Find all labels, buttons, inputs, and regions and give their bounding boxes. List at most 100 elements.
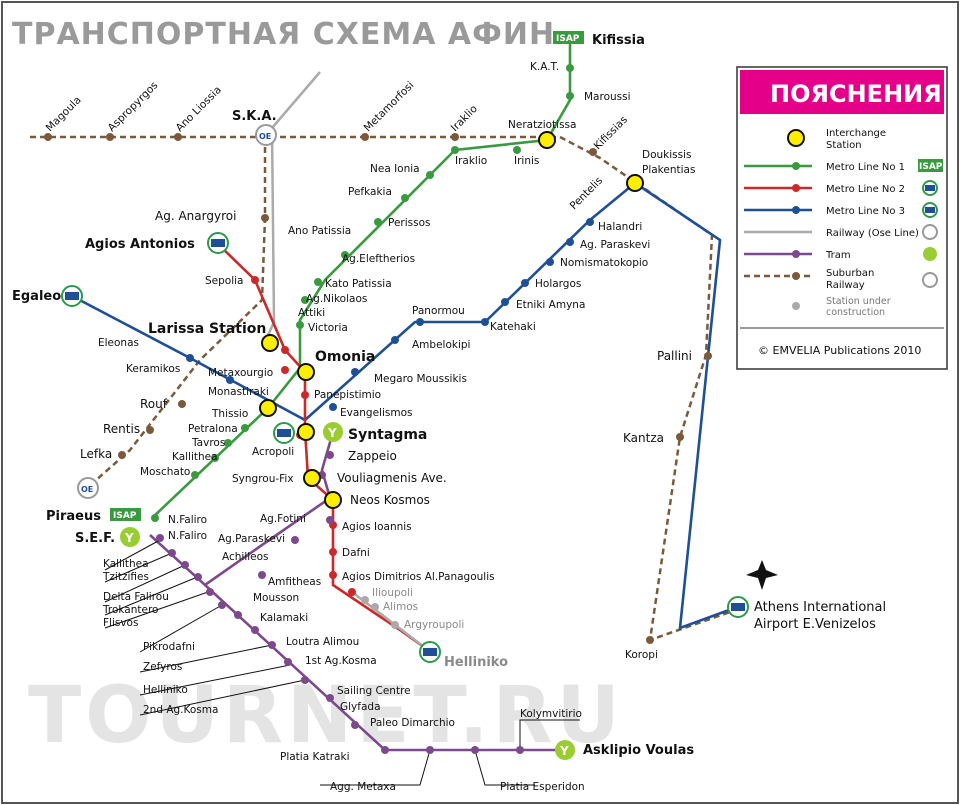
legend-construction-line1: Station under [826,296,891,307]
airplane-icon [746,560,778,590]
label-megaro: Megaro Moussikis [374,373,467,385]
label-trokantero: Trokantero [102,604,158,616]
svg-text:Y: Y [124,531,134,545]
label-achilleos: Achilleos [222,551,269,563]
label-argyroupoli: Argyroupoli [404,619,464,631]
label-rentis: Rentis [103,422,140,436]
label-asklipio: Asklipio Voulas [583,743,694,758]
label-pefkakia: Pefkakia [348,186,392,198]
label-acropoli: Acropoli [252,446,294,458]
label-egaleo: Egaleo [12,289,61,304]
label-alimos: Alimos [383,601,418,613]
label-agios-dimitrios: Agios Dimitrios Al.Panagoulis [342,571,495,583]
label-nomismatokopio: Nomismatokopio [560,257,648,269]
label-sepolia: Sepolia [205,275,243,287]
label-loutra-alimou: Loutra Alimou [286,636,359,648]
tram-icon-syntagma: Y [323,422,343,442]
label-kat: K.A.T. [530,61,559,73]
legend-metro2: Metro Line No 2 [826,184,905,195]
label-moschato: Moschato [140,466,190,478]
metro-line-2 [217,243,429,652]
label-kallithea: Kallithea [172,451,218,463]
railway-icon-ska: OE [255,124,277,146]
label-holargos: Holargos [535,278,581,290]
label-irinis: Irinis [514,155,539,167]
legend-tram: Tram [825,250,851,261]
label-metamorfosi: Metamorfosi [362,79,417,134]
legend-title: ПОЯСНЕНИЯ [770,80,942,108]
label-ano-patissia: Ano Patissia [288,225,351,237]
svg-text:OE: OE [81,485,93,494]
label-ambelokipi: Ambelokipi [412,339,470,351]
label-panormou: Panormou [412,305,465,317]
label-ag-fotini: Ag.Fotini [260,513,306,525]
label-agg-metaxa: Agg. Metaxa [330,781,396,793]
metro-3-stations [186,218,594,411]
label-zappeio: Zappeio [348,449,397,463]
legend-construction-line2: construction [826,307,885,318]
map-title: ТРАНСПОРТНАЯ СХЕМА АФИН [12,17,555,52]
svg-text:ISAP: ISAP [556,34,580,44]
svg-text:ISAP: ISAP [113,511,137,521]
label-doukissis: Doukissis [642,149,692,161]
label-iraklio-sub: Iraklio [449,103,480,134]
label-halandri: Halandri [598,221,642,233]
metro-icon-syntagma [273,422,295,444]
label-attiki: Attiki [298,307,325,319]
label-panepistimio: Panepistimio [314,389,381,401]
label-sailing-centre: Sailing Centre [337,685,411,697]
metro-line-3 [71,181,741,630]
suburban-stations [44,133,712,644]
metro-icon-agios-antonios [207,232,229,254]
label-petralona: Petralona [188,423,238,435]
label-maroussi: Maroussi [584,91,631,103]
railway-icon-piraeus: OE [77,477,99,499]
isap-badge-kifissia: ISAP [553,31,584,44]
label-magoula: Magoula [44,94,84,134]
label-evangelismos: Evangelismos [340,407,413,419]
label-keramikos: Keramikos [126,363,180,375]
legend-suburban-line1: Suburban [826,268,874,279]
label-kato-patissia: Kato Patissia [325,278,392,290]
label-koropi: Koropi [625,649,658,661]
tram-callouts [104,539,580,786]
label-flisvos: Flisvos [103,617,138,629]
label-ag-paraskevi: Ag. Paraskevi [580,239,650,251]
metro-line-1 [151,40,572,519]
label-neratziotissa: Neratziotissa [508,119,576,131]
legend-railway: Railway (Ose Line) [826,228,919,239]
label-kifissia: Kifissia [592,33,645,48]
label-1st-agkosma: 1st Ag.Kosma [305,655,377,667]
label-platia-esperidon: Platia Esperidon [500,781,585,793]
label-nea-ionia: Nea Ionia [370,163,420,175]
label-neos-kosmos: Neos Kosmos [350,493,430,507]
label-helliniko: Helliniko [444,655,508,670]
metro-icon-helliniko [419,641,441,663]
tram-stations [156,451,524,754]
label-pikrodafni: Pikrodafni [143,641,195,653]
label-n-faliro-tram: N.Faliro [168,530,207,542]
railway-icons: OE OE [77,124,277,499]
label-agios-ioannis: Agios Ioannis [342,521,412,533]
svg-text:ISAP: ISAP [919,162,943,172]
isap-badge-piraeus: ISAP [110,508,141,521]
label-amfitheas: Amfitheas [268,576,321,588]
tram-icon-sef: Y [120,527,140,547]
label-omonia: Omonia [315,349,375,365]
legend-panel: ПОЯСНЕНИЯ Interchange Station Metro Line… [736,66,948,370]
label-paleo-dimarchio: Paleo Dimarchio [370,717,455,729]
label-ska: S.K.A. [232,109,277,124]
label-rouf: Rouf [140,397,168,411]
label-ag-eleftherios: Ag.Eleftherios [342,253,415,265]
label-thissio: Thissio [211,408,248,420]
label-lefka: Lefka [80,447,112,461]
label-ilioupoli: Ilioupoli [372,587,413,599]
watermark: TOURNET.RU [28,671,624,761]
label-aspropyrgos: Aspropyrgos [106,79,161,134]
legend-metro3: Metro Line No 3 [826,206,905,217]
railway-ose-line [263,71,321,343]
label-sef: S.E.F. [75,531,115,546]
